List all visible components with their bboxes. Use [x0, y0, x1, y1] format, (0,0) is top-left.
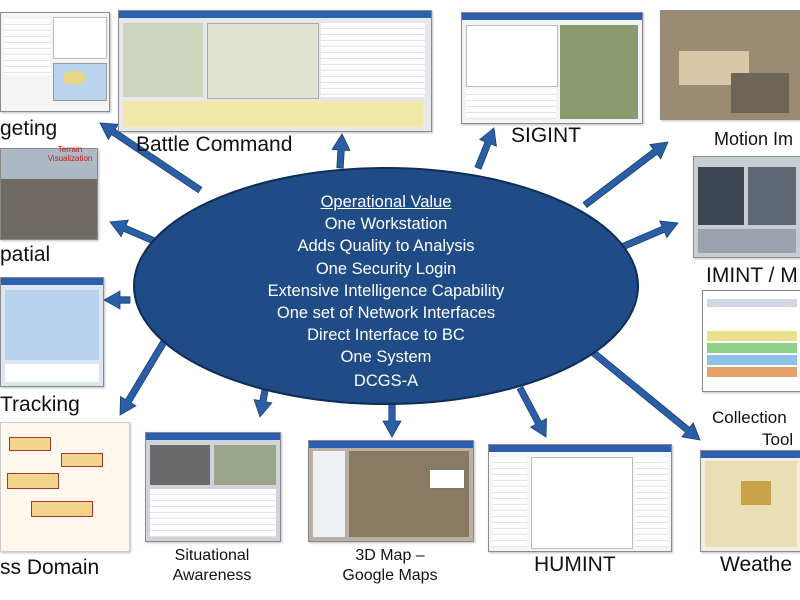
motion-imagery-label: Motion Im: [714, 129, 794, 149]
hub-system-name: DCGS-A: [353, 371, 419, 390]
arrow-to-humint: [516, 385, 547, 438]
cross-domain-screenshot: [0, 422, 130, 552]
geospatial-label: patial: [0, 243, 51, 266]
tracking-screenshot: [0, 277, 104, 387]
arrow-to-3d-map: [382, 403, 402, 438]
arrow-to-situational-awareness: [253, 388, 273, 418]
collection-tool-label-line2: Tool: [762, 430, 794, 449]
collection-tool-label: Collection: [712, 408, 787, 427]
sigint-label: SIGINT: [511, 124, 582, 147]
weather-screenshot: [700, 450, 800, 552]
humint-label: HUMINT: [534, 553, 616, 576]
3d-map-screenshot: [308, 440, 474, 542]
sigint-screenshot: [461, 12, 643, 124]
targeting-label: geting: [0, 117, 58, 140]
hub-text: Operational Value One Workstation Adds Q…: [190, 191, 582, 392]
hub-value: One Workstation: [324, 215, 448, 234]
situational-awareness-label: Situational: [174, 547, 250, 564]
cross-domain-label: ss Domain: [0, 556, 100, 579]
imint-label: IMINT / M: [706, 264, 798, 287]
arrows-group: [99, 122, 701, 441]
weather-label: Weathe: [720, 553, 792, 576]
tracking-label: Tracking: [0, 393, 80, 416]
hub-value: One Security Login: [315, 259, 457, 278]
arrow-to-battle-command: [331, 133, 351, 169]
hub-value: Adds Quality to Analysis: [297, 237, 475, 256]
arrow-to-sigint: [474, 127, 497, 170]
battle-command-screenshot: [118, 10, 432, 132]
3d-map-label-line2: Google Maps: [342, 567, 438, 584]
targeting-screenshot: [0, 12, 110, 112]
hub-value: Extensive Intelligence Capability: [267, 281, 505, 300]
arrow-to-motion-imagery: [582, 141, 669, 209]
hub-ellipse: [133, 167, 639, 405]
battle-command-label: Battle Command: [136, 133, 293, 156]
hub-value: One set of Network Interfaces: [276, 304, 496, 323]
situational-awareness-label-line2: Awareness: [172, 567, 252, 584]
geospatial-screenshot: [0, 148, 98, 240]
arrow-to-targeting: [99, 122, 203, 194]
hub-title: Operational Value: [320, 193, 452, 211]
collection-tool-screenshot: [702, 290, 800, 392]
arrow-to-collection: [587, 346, 701, 441]
geospatial-inset-text: Terrain Visualization: [47, 145, 93, 163]
arrow-to-tracking: [119, 337, 169, 416]
hub-value: Direct Interface to BC: [307, 326, 465, 345]
motion-imagery-screenshot: [660, 10, 800, 120]
situational-awareness-screenshot: [145, 432, 281, 542]
humint-screenshot: [488, 444, 672, 552]
hub-value: One System: [340, 348, 432, 367]
arrow-to-tracking-side: [103, 290, 131, 310]
3d-map-label: 3D Map –: [355, 547, 425, 564]
imint-screenshot: [693, 156, 800, 258]
